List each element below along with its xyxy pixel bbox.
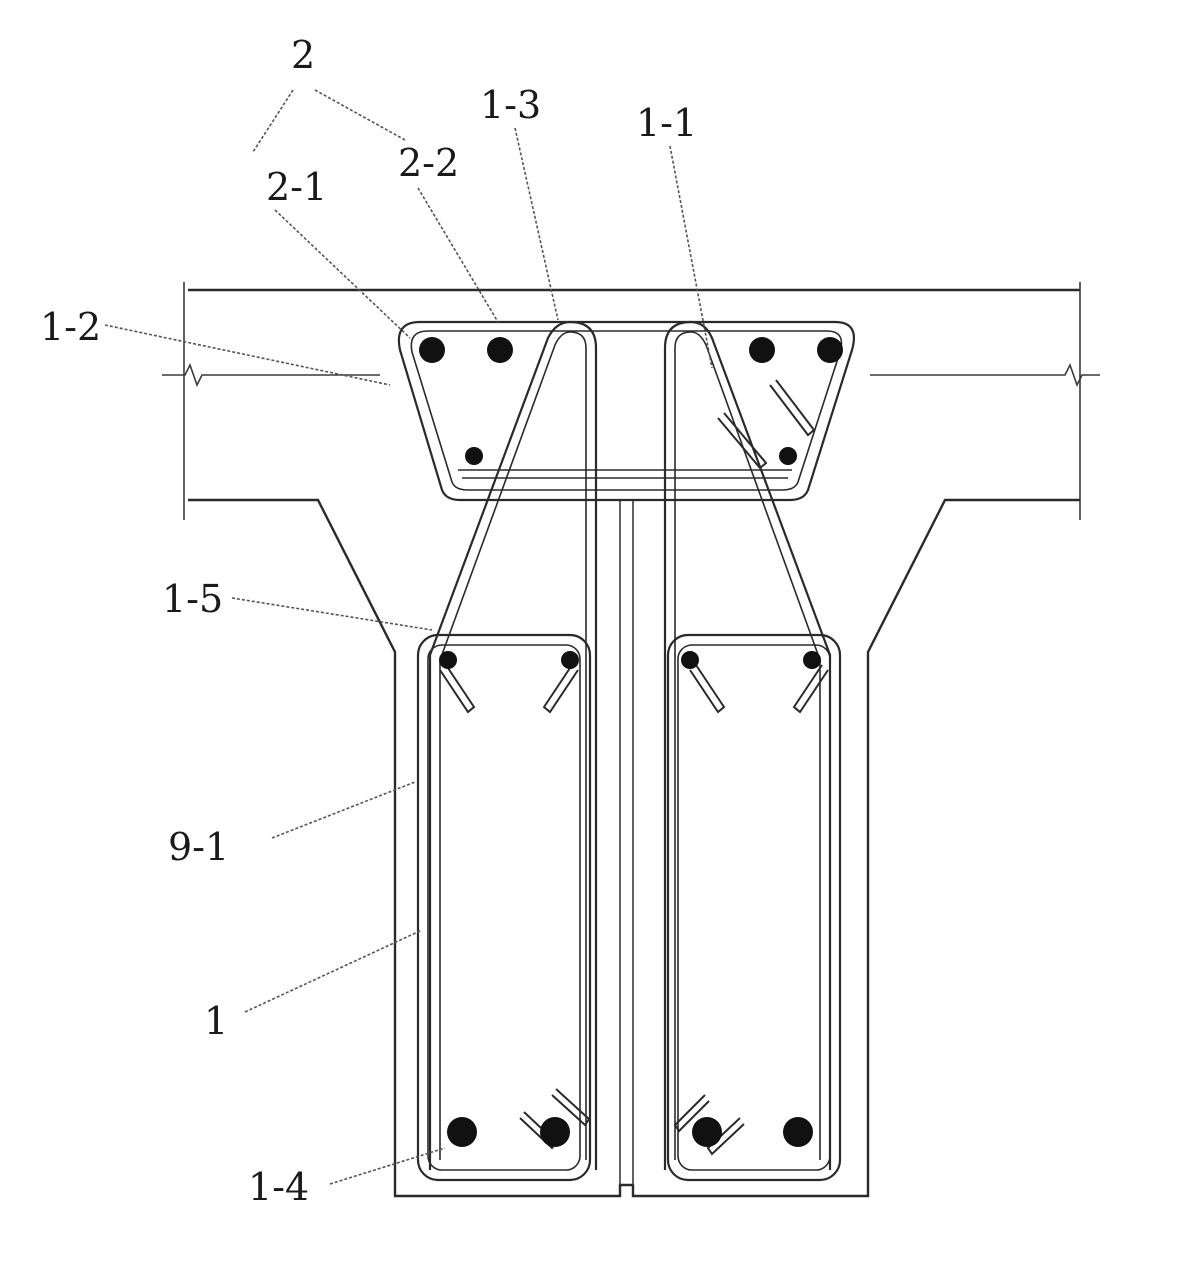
label-1: 1 <box>204 999 228 1043</box>
rebar-bottom-left-1 <box>447 1117 477 1147</box>
top-trough-reinforcement <box>399 322 854 500</box>
callout-labels: 2 2-1 2-2 1-3 1-1 1-2 1-5 9-1 1 1-4 <box>40 33 697 1209</box>
stirrup-1-1 <box>665 322 830 1170</box>
label-1-5: 1-5 <box>162 577 223 621</box>
rebar-bottom-left-2 <box>540 1117 570 1147</box>
label-2-1: 2-1 <box>266 165 327 209</box>
rebar-bottom-right-2 <box>783 1117 813 1147</box>
longitudinal-rebars <box>419 337 843 1147</box>
concrete-outline <box>162 282 1100 1196</box>
rebar-web-right-1 <box>681 651 699 669</box>
rebar-top-left-3 <box>465 447 483 465</box>
web-stirrup-right <box>668 635 840 1180</box>
rebar-top-right-3 <box>779 447 797 465</box>
rebar-top-left-2 <box>487 337 513 363</box>
label-2-2: 2-2 <box>398 141 459 185</box>
label-1-4: 1-4 <box>248 1165 309 1209</box>
rebar-top-right-1 <box>749 337 775 363</box>
web-stirrup-left <box>418 635 590 1180</box>
rebar-web-left-2 <box>561 651 579 669</box>
leader-lines <box>105 90 712 1184</box>
rebar-top-right-2 <box>817 337 843 363</box>
rebar-top-left-1 <box>419 337 445 363</box>
rebar-bottom-right-1 <box>692 1117 722 1147</box>
label-2: 2 <box>291 33 315 77</box>
rebar-web-left-1 <box>439 651 457 669</box>
label-1-3: 1-3 <box>480 83 541 127</box>
label-1-1: 1-1 <box>636 101 697 145</box>
label-1-2: 1-2 <box>40 305 101 349</box>
stirrup-1-3 <box>430 322 596 1170</box>
label-9-1: 9-1 <box>168 825 229 869</box>
rebar-web-right-2 <box>803 651 821 669</box>
